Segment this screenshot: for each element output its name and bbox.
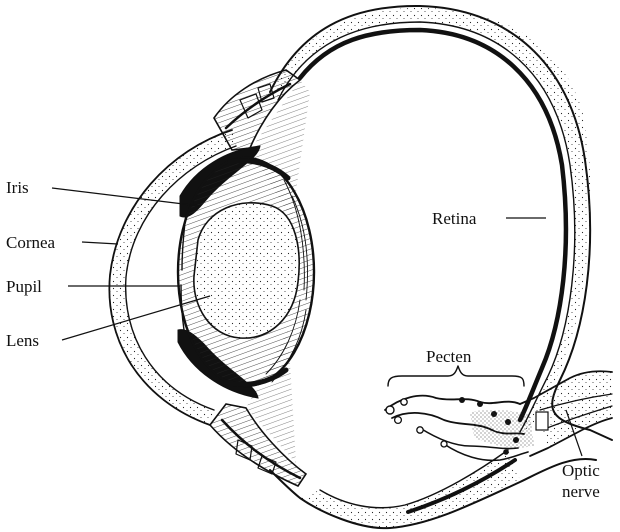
label-optic-nerve-line2: nerve — [562, 482, 600, 501]
label-optic-nerve-line1: Optic — [562, 461, 600, 480]
pecten — [385, 366, 534, 460]
label-pupil: Pupil — [6, 277, 42, 296]
lens — [178, 158, 314, 386]
label-retina: Retina — [432, 209, 477, 228]
eyeball-wall — [270, 6, 612, 528]
label-pecten: Pecten — [426, 347, 472, 366]
label-lens: Lens — [6, 331, 39, 350]
iris-leader — [52, 188, 200, 206]
label-cornea: Cornea — [6, 233, 56, 252]
label-iris: Iris — [6, 178, 29, 197]
cornea-leader — [82, 242, 118, 244]
